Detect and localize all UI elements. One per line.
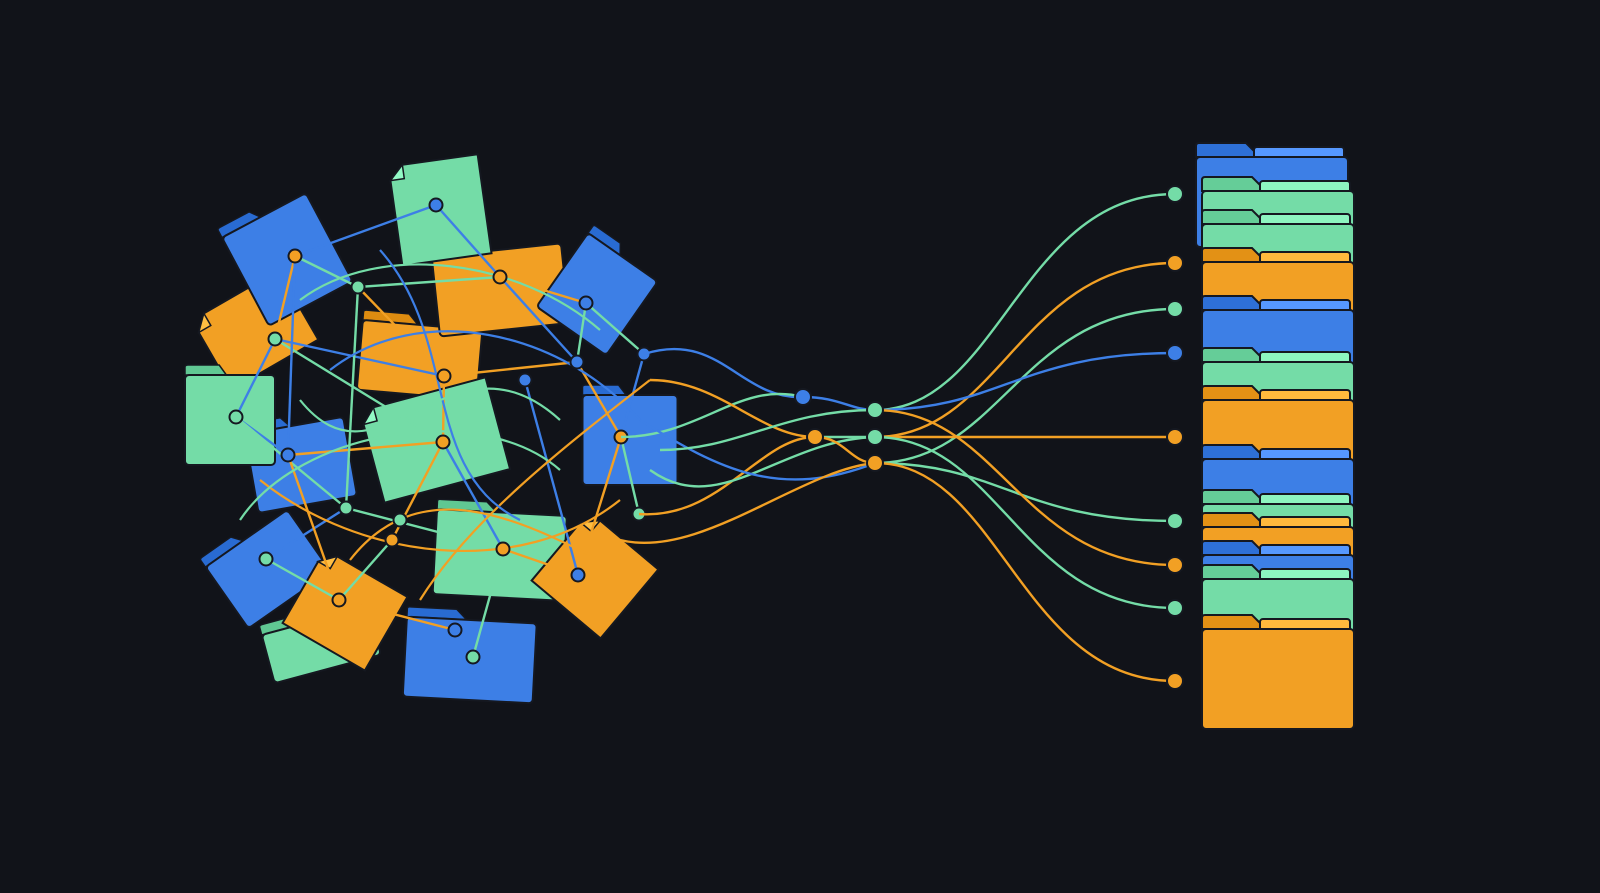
folder-icon xyxy=(581,384,679,486)
cluster-node-icon xyxy=(428,197,444,213)
cluster-node-icon xyxy=(447,622,463,638)
cluster-link-line xyxy=(585,302,645,355)
cluster-link-line xyxy=(471,548,505,658)
cluster-link-line xyxy=(294,254,359,289)
endpoint-node-icon xyxy=(1166,344,1184,362)
merge-node-icon xyxy=(866,401,884,419)
cluster-node-icon xyxy=(435,434,451,450)
cluster-link-line xyxy=(502,547,579,577)
cluster-node-icon xyxy=(465,649,481,665)
cluster-link-curve xyxy=(419,379,651,601)
cluster-link-line xyxy=(357,286,445,377)
merge-flow-line xyxy=(620,392,804,439)
cluster-link-line xyxy=(287,440,444,457)
cluster-node-icon xyxy=(436,368,452,384)
flow-line xyxy=(874,461,1176,683)
endpoint-node-icon xyxy=(1166,428,1184,446)
cluster-link-line xyxy=(443,360,578,378)
merge-node-icon xyxy=(866,454,884,472)
cluster-link-curve xyxy=(259,479,621,553)
cluster-link-curve xyxy=(239,430,561,521)
flow-line xyxy=(874,408,1176,567)
merge-flow-line xyxy=(638,435,816,516)
connector-nodes xyxy=(794,185,1184,690)
cluster-connection-lines xyxy=(228,197,652,665)
cluster-link-line xyxy=(441,441,505,550)
cluster-link-curve xyxy=(349,508,601,561)
organized-folder-stack xyxy=(1195,142,1355,730)
endpoint-node-icon xyxy=(1166,300,1184,318)
cluster-node-icon xyxy=(287,248,303,264)
cluster-link-curve xyxy=(299,387,561,433)
merge-node-icon xyxy=(866,428,884,446)
cluster-node-icon xyxy=(570,567,586,583)
cluster-node-icon xyxy=(392,512,408,528)
endpoint-node-icon xyxy=(1166,254,1184,272)
cluster-link-line xyxy=(286,255,297,456)
cluster-link-line xyxy=(274,337,445,378)
merge-flow-line xyxy=(659,408,876,452)
merge-node-icon xyxy=(794,388,812,406)
cluster-link-line xyxy=(286,454,341,601)
cluster-node-icon xyxy=(228,409,244,425)
folder-icon xyxy=(199,510,330,628)
cluster-link-line xyxy=(274,337,444,444)
cluster-link-line xyxy=(273,255,297,340)
endpoint-node-icon xyxy=(1166,672,1184,690)
cluster-link-line xyxy=(619,353,646,438)
cluster-link-line xyxy=(357,275,501,289)
chaotic-folder-cluster xyxy=(184,153,679,705)
cluster-link-line xyxy=(265,506,347,561)
merge-flow-line xyxy=(649,378,816,439)
cluster-link-line xyxy=(294,203,437,258)
cluster-link-line xyxy=(345,506,504,551)
cluster-link-curve xyxy=(299,263,601,331)
cluster-node-icon xyxy=(578,295,594,311)
endpoint-node-icon xyxy=(1166,185,1184,203)
cluster-link-line xyxy=(523,379,580,576)
endpoint-node-icon xyxy=(1166,556,1184,574)
cluster-link-line xyxy=(575,361,623,438)
flow-line xyxy=(874,435,1176,610)
flow-line xyxy=(874,192,1176,412)
cluster-link-line xyxy=(575,302,588,363)
cluster-node-icon xyxy=(495,541,511,557)
cluster-link-line xyxy=(344,286,360,509)
cluster-node-icon xyxy=(517,372,533,388)
merge-flow-line xyxy=(639,418,876,481)
flow-line xyxy=(874,261,1176,439)
merge-node-icon xyxy=(806,428,824,446)
stacked-folder-icon xyxy=(1201,614,1355,730)
cluster-link-line xyxy=(234,338,277,418)
cluster-node-icon xyxy=(338,500,354,516)
cluster-node-icon xyxy=(280,447,296,463)
cluster-link-line xyxy=(619,436,641,515)
endpoint-node-icon xyxy=(1166,599,1184,617)
cluster-link-line xyxy=(435,204,501,278)
cluster-node-icon xyxy=(331,592,347,608)
cluster-node-icon xyxy=(384,532,400,548)
cluster-node-icon xyxy=(267,331,283,347)
cluster-link-line xyxy=(338,539,393,601)
cluster-link-curve xyxy=(329,330,641,421)
endpoint-node-icon xyxy=(1166,512,1184,530)
flow-line xyxy=(874,461,1176,523)
cluster-node-icon xyxy=(258,551,274,567)
merge-flow-line xyxy=(619,461,876,545)
flow-line xyxy=(874,351,1176,412)
folder-icon xyxy=(537,224,658,355)
folder-icon xyxy=(217,193,353,326)
sorting-flow-lines xyxy=(619,192,1176,683)
cluster-node-icon xyxy=(350,279,366,295)
cluster-node-icon xyxy=(492,269,508,285)
flow-line xyxy=(874,307,1176,465)
cluster-link-line xyxy=(338,598,456,632)
cluster-node-icon xyxy=(569,354,585,370)
cluster-link-line xyxy=(499,276,578,363)
cluster-link-line xyxy=(265,557,340,602)
